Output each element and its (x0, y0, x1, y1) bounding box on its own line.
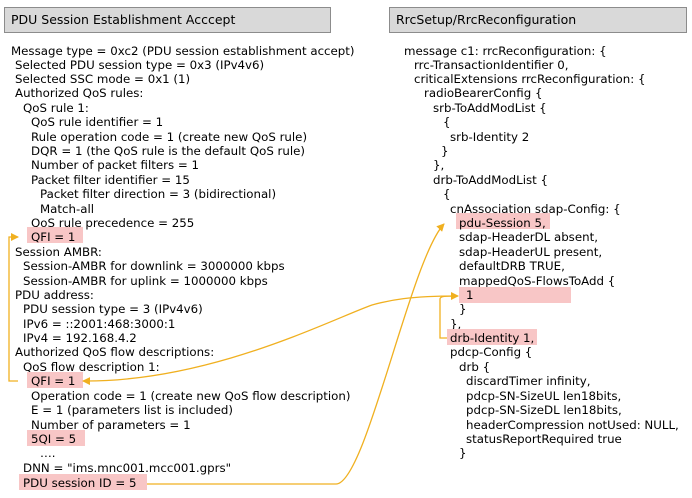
arrow-session-id-to-pdu-session (147, 223, 445, 485)
right-line: pdu-Session 5, (459, 216, 546, 230)
left-highlight (27, 227, 83, 243)
right-line: pdcp-SN-SizeUL len18bits, (466, 389, 622, 403)
arrow-qfi-flow-to-qfi-rule (8, 233, 19, 382)
left-line: Match-all (40, 202, 95, 216)
right-line: pdcp-Config { (450, 345, 533, 359)
left-line: Operation code = 1 (create new QoS flow … (31, 389, 351, 403)
right-line: sdap-HeaderDL absent, (459, 230, 598, 244)
left-line: Authorized QoS flow descriptions: (15, 345, 215, 359)
left-line: Message type = 0xc2 (PDU session establi… (11, 44, 355, 58)
right-line: criticalExtensions rrcReconfiguration: { (414, 72, 646, 86)
right-line: discardTimer infinity, (466, 374, 591, 388)
left-line: PDU session type = 3 (IPv4v6) (23, 302, 203, 316)
right-line: sdap-HeaderUL present, (459, 245, 603, 259)
arrow-mapped-flow-to-qfi (82, 295, 458, 386)
arrow-drb-identity-to-mapped-flow (439, 292, 459, 339)
right-highlight (447, 329, 537, 345)
left-line: E = 1 (parameters list is included) (31, 403, 233, 417)
right-line: } (459, 446, 467, 460)
right-line: } (459, 302, 467, 316)
left-line: …. (40, 446, 56, 460)
left-line: Authorized QoS rules: (15, 86, 144, 100)
left-line: Session AMBR: (15, 245, 102, 259)
left-line: QoS rule 1: (23, 101, 89, 115)
right-line: drb { (459, 360, 491, 374)
left-highlight (27, 372, 83, 388)
left-line: Number of packet filters = 1 (31, 158, 199, 172)
left-line: QoS flow description 1: (23, 360, 160, 374)
left-line: Rule operation code = 1 (create new QoS … (31, 130, 308, 144)
right-line: }, (433, 158, 445, 172)
left-line: DQR = 1 (the QoS rule is the default QoS… (31, 144, 306, 158)
right-line: drb-ToAddModList { (433, 173, 549, 187)
right-line: }, (450, 317, 462, 331)
right-line: statusReportRequired true (466, 432, 622, 446)
left-line: Number of parameters = 1 (31, 418, 191, 432)
left-highlight (19, 474, 147, 490)
right-line: } (441, 144, 449, 158)
right-line: cnAssociation sdap-Config: { (450, 202, 621, 216)
right-line: drb-Identity 1, (450, 331, 535, 345)
left-line: PDU session ID = 5 (23, 476, 137, 490)
left-line: QoS rule precedence = 255 (31, 216, 195, 230)
right-line: { (443, 115, 451, 129)
right-line: srb-ToAddModList { (433, 101, 547, 115)
left-line: QFI = 1 (31, 230, 76, 244)
right-line: radioBearerConfig { (424, 86, 543, 100)
right-panel-title: RrcSetup/RrcReconfiguration (389, 7, 687, 33)
left-line: DNN = "ims.mnc001.mcc001.gprs" (23, 461, 232, 475)
left-line: IPv6 = ::2001:468:3000:1 (23, 317, 176, 331)
right-line: message c1: rrcReconfiguration: { (404, 44, 607, 58)
left-panel-title: PDU Session Establishment Acccept (4, 7, 331, 33)
left-line: Selected SSC mode = 0x1 (1) (15, 72, 191, 86)
left-line: IPv4 = 192.168.4.2 (23, 331, 137, 345)
left-line: Packet filter identifier = 15 (31, 173, 190, 187)
left-line: Session-AMBR for downlink = 3000000 kbps (23, 259, 285, 273)
left-highlight (27, 430, 85, 446)
left-line: 5QI = 5 (31, 432, 77, 446)
right-line: defaultDRB TRUE, (459, 259, 565, 273)
right-highlight (456, 213, 550, 229)
left-line: Selected PDU session type = 0x3 (IPv4v6) (15, 58, 265, 72)
left-line: QFI = 1 (31, 374, 76, 388)
right-line: 1 (466, 288, 474, 302)
right-line: headerCompression notUsed: NULL, (466, 418, 679, 432)
left-line: Session-AMBR for uplink = 1000000 kbps (23, 274, 268, 288)
right-line: srb-Identity 2 (450, 130, 530, 144)
left-line: PDU address: (15, 288, 94, 302)
right-line: mappedQoS-FlowsToAdd { (459, 274, 616, 288)
right-line: rrc-TransactionIdentifier 0, (414, 58, 569, 72)
right-line: pdcp-SN-SizeDL len18bits, (466, 403, 622, 417)
left-line: Packet filter direction = 3 (bidirection… (40, 187, 277, 201)
left-line: QoS rule identifier = 1 (31, 115, 164, 129)
right-highlight (459, 287, 571, 303)
right-line: { (443, 187, 451, 201)
